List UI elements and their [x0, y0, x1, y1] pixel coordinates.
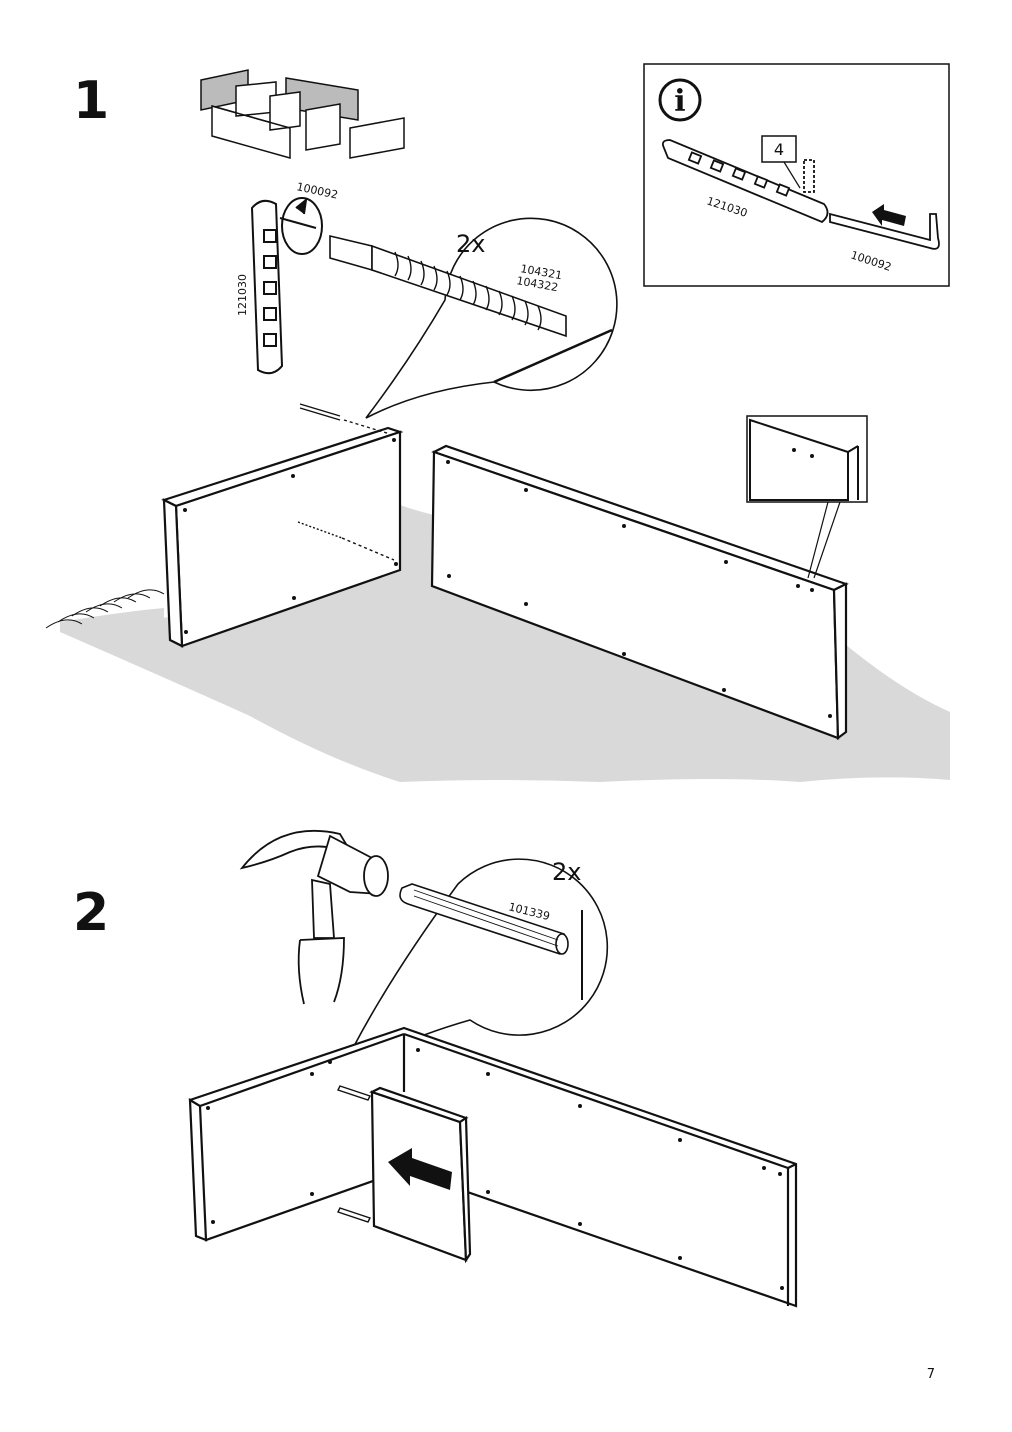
info-box: i 4 [643, 63, 950, 287]
step-2-number: 2 [73, 883, 109, 943]
connector-fitting-illustration [250, 197, 323, 375]
info-icon [658, 78, 702, 122]
frame-holes [206, 1048, 784, 1290]
info-badge: 4 [774, 140, 784, 159]
step-1-number: 1 [73, 71, 109, 131]
floor-surface [45, 505, 950, 782]
page-number: 7 [927, 1367, 935, 1382]
info-icon-symbol: i [674, 84, 685, 119]
long-panel-holes [446, 460, 832, 718]
side-panel-holes [183, 438, 398, 634]
package-overview-illustration [200, 69, 405, 159]
long-panel [430, 444, 849, 741]
step-2-quantity: 2x [552, 858, 581, 886]
step-1-quantity: 2x [456, 230, 485, 258]
hammer-illustration [239, 830, 389, 1005]
frame-assembly [188, 1026, 798, 1308]
dowels-in-frame [337, 1085, 371, 1223]
side-panel [161, 426, 404, 648]
screw-insertion [297, 403, 395, 561]
screw-detail-callout [329, 217, 618, 419]
edge-detail-box [746, 415, 868, 579]
insert-direction-arrow [388, 1148, 452, 1190]
part-number-connector: 121030 [236, 274, 249, 316]
